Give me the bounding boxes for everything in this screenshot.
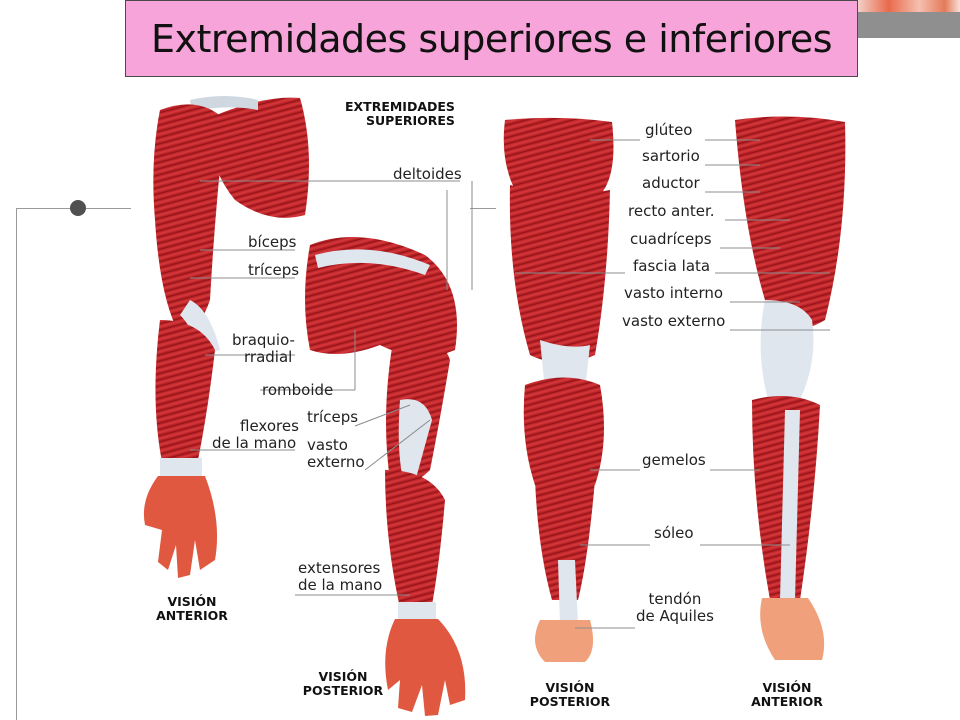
leader-lines — [190, 139, 830, 629]
label-aductor: aductor — [642, 174, 700, 192]
page-title: Extremidades superiores e inferiores — [150, 16, 833, 61]
label-braquio-line1: braquio- — [232, 331, 295, 349]
arm-anterior-line1: VISIÓN — [167, 594, 217, 609]
bullet-dot — [70, 200, 86, 216]
label-tendon-line1: tendón — [648, 590, 702, 608]
hand-anterior — [143, 476, 218, 578]
label-tendon-aquiles: tendón de Aquiles — [636, 591, 714, 625]
hand-posterior — [385, 619, 466, 716]
label-sartorio: sartorio — [642, 147, 700, 165]
leader-vasto-ext — [364, 419, 431, 471]
label-tendon-line2: de Aquiles — [636, 607, 714, 625]
label-braquio-line2: rradial — [244, 348, 293, 366]
label-extensores-line2: de la mano — [298, 576, 383, 594]
forearm-anterior — [155, 320, 215, 462]
decorative-gray-bar — [858, 12, 960, 38]
frame-line-vertical — [16, 208, 17, 720]
label-vasto-externo-arm: vasto externo — [307, 437, 365, 471]
thigh-anterior — [735, 116, 846, 332]
view-label-leg-posterior: VISIÓN POSTERIOR — [525, 681, 615, 709]
scapula-spine — [315, 249, 430, 275]
leg-anterior-line1: VISIÓN — [762, 680, 812, 695]
leader-triceps2 — [354, 404, 411, 427]
gluteus — [503, 117, 614, 199]
label-triceps-posterior: tríceps — [307, 408, 359, 426]
title-banner: Extremidades superiores e inferiores — [125, 0, 858, 77]
leg-anterior-figure — [735, 116, 846, 660]
frame-line-horizontal-2 — [470, 208, 496, 209]
arm-anterior-line2: ANTERIOR — [156, 608, 228, 623]
label-flexores: flexores de la mano — [212, 417, 299, 452]
label-recto-anterior: recto anter. — [628, 202, 715, 220]
shoulder-blade — [205, 97, 309, 218]
wrist-band-anterior — [160, 458, 202, 476]
label-cuadriceps: cuadríceps — [630, 230, 712, 248]
leg-posterior-line2: POSTERIOR — [529, 694, 611, 709]
label-vasto-line2: externo — [307, 453, 365, 471]
label-vasto-line1: vasto — [307, 436, 348, 454]
label-vasto-externo-leg: vasto externo — [622, 312, 726, 330]
forearm-posterior — [385, 470, 445, 608]
arm-posterior-line2: POSTERIOR — [302, 683, 384, 698]
upper-heading-line2: SUPERIORES — [366, 113, 455, 128]
label-romboide: romboide — [262, 381, 334, 399]
arm-posterior-line1: VISIÓN — [318, 669, 368, 684]
tibia-tendon — [780, 410, 800, 600]
calf-gemelos — [523, 377, 604, 493]
label-fascia-lata: fascia lata — [633, 257, 711, 275]
knee-anterior — [760, 300, 814, 400]
label-extensores-line1: extensores — [298, 559, 381, 577]
knee-tendon-posterior — [540, 340, 590, 390]
label-deltoides: deltoides — [393, 165, 462, 183]
foot-anterior — [760, 598, 825, 660]
elbow-tendon-anterior — [180, 300, 220, 355]
leg-posterior-line1: VISIÓN — [545, 680, 595, 695]
leg-anterior-line2: ANTERIOR — [751, 694, 823, 709]
wrist-band-posterior — [398, 602, 436, 619]
label-vasto-interno: vasto interno — [624, 284, 724, 302]
label-extensores: extensores de la mano — [298, 560, 382, 594]
arm-anterior-figure — [143, 96, 309, 578]
achilles-tendon — [558, 560, 578, 625]
upper-limbs-heading: EXTREMIDADES SUPERIORES — [345, 100, 455, 128]
label-braquiorradial: braquio- rradial — [232, 332, 295, 366]
label-gemelos: gemelos — [642, 451, 706, 469]
label-gluteo: glúteo — [645, 121, 693, 139]
arm-posterior-figure — [305, 237, 466, 716]
upper-heading-line1: EXTREMIDADES — [345, 99, 455, 114]
label-flexores-line2: de la mano — [212, 434, 297, 452]
view-label-arm-posterior: VISIÓN POSTERIOR — [298, 670, 388, 698]
label-flexores-line1: flexores — [240, 417, 299, 435]
soleus-posterior — [535, 480, 595, 600]
leg-posterior-figure — [503, 117, 614, 662]
upper-arm-anterior — [153, 104, 225, 335]
foot-posterior — [535, 620, 594, 662]
label-soleo: sóleo — [654, 524, 694, 542]
view-label-arm-anterior: VISIÓN ANTERIOR — [152, 595, 232, 623]
view-label-leg-anterior: VISIÓN ANTERIOR — [742, 681, 832, 709]
label-biceps: bíceps — [248, 233, 297, 251]
label-triceps: tríceps — [248, 261, 300, 279]
decorative-flower-strip — [858, 0, 960, 12]
thigh-posterior — [509, 185, 610, 363]
